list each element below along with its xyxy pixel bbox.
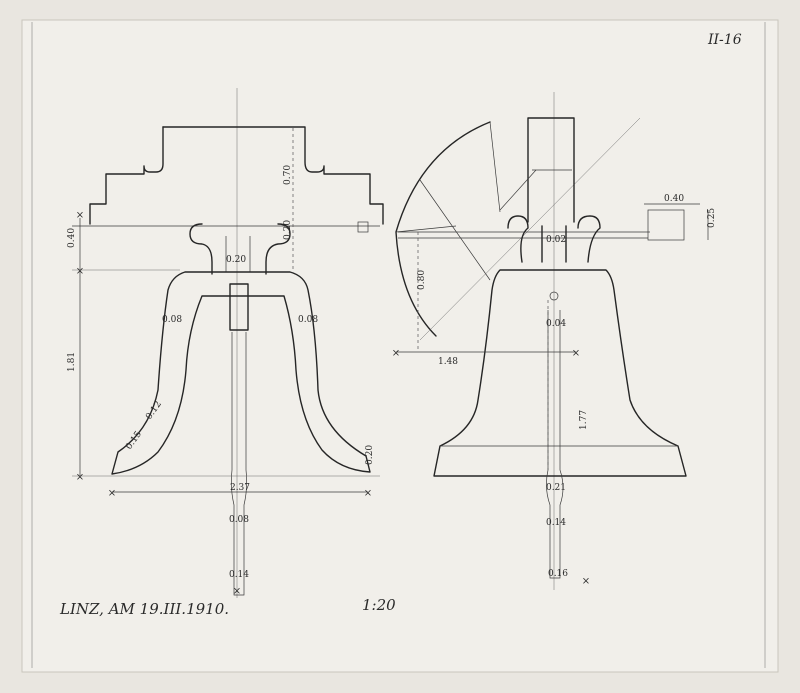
tick-8: × xyxy=(572,348,580,359)
tick-3: × xyxy=(76,472,84,483)
dim-yoke-radius: 0.80 xyxy=(417,270,427,290)
scale-label: 1:20 xyxy=(362,596,396,614)
axle-end-block xyxy=(357,221,369,233)
dim-clapper-3: 0.14 xyxy=(546,518,566,528)
axle-bearing xyxy=(647,209,685,241)
left-frame-left xyxy=(89,126,164,225)
crown-inner-lines xyxy=(225,236,251,272)
dim-yoke-top: 0.40 xyxy=(664,194,684,204)
paper xyxy=(21,19,779,673)
right-clapper xyxy=(546,310,564,579)
place-date-label: LINZ, AM 19.III.1910. xyxy=(59,600,229,618)
clapper-rod xyxy=(230,332,248,596)
tick-6: × xyxy=(233,586,241,597)
tick-7: × xyxy=(392,348,400,359)
tick-1: × xyxy=(76,210,84,221)
clapper-hanger xyxy=(229,283,249,331)
sheet-number: II-16 xyxy=(707,32,742,48)
diagonal-construction xyxy=(419,117,641,341)
dim-crown-inner: 0.20 xyxy=(226,255,246,265)
crown-left-loop xyxy=(189,223,213,275)
tick-4: × xyxy=(108,488,116,499)
tick-2: × xyxy=(76,266,84,277)
dim-clapper-ball: 0.21 xyxy=(546,483,566,493)
dim-small-2: 0.04 xyxy=(546,319,566,329)
headstock-frame xyxy=(527,117,575,223)
dim-bell-height: 1.81 xyxy=(67,352,77,372)
yoke-arc-spokes xyxy=(395,121,501,281)
dim-crown-right: 0.20 xyxy=(283,220,293,240)
right-elevation-view: × × × 0.80 1.48 0.40 0.25 0.02 0.04 1.77… xyxy=(392,92,717,590)
dim-shoulder-left: 0.08 xyxy=(162,315,182,325)
dim-shoulder-right: 0.08 xyxy=(298,315,318,325)
tick-5: × xyxy=(364,488,372,499)
left-frame-right xyxy=(162,126,384,225)
bell-body xyxy=(433,269,687,477)
right-crown xyxy=(507,215,601,263)
dim-clapper-length: 1.77 xyxy=(579,410,589,430)
dim-top-height: 0.70 xyxy=(283,165,293,185)
headstock-strut xyxy=(499,169,537,211)
dim-lip-height: 0.20 xyxy=(365,445,375,465)
dim-crown-height: 0.40 xyxy=(67,228,77,248)
dim-clapper-end: 0.16 xyxy=(548,569,568,579)
dim-clapper-2: 0.14 xyxy=(229,570,249,580)
dim-yoke-width: 1.48 xyxy=(438,357,458,367)
tick-9: × xyxy=(582,576,590,587)
dim-mouth-diameter: 2.37 xyxy=(230,483,250,493)
dim-yoke-side: 0.25 xyxy=(707,208,717,228)
left-section-view: × × × × × × 0.40 1.81 0.70 0.20 0.20 0.0… xyxy=(67,88,384,598)
dim-small-1: 0.02 xyxy=(546,235,566,245)
bell-bolt xyxy=(549,291,559,301)
bell-profile xyxy=(111,271,371,475)
dim-clapper-1: 0.08 xyxy=(229,515,249,525)
crown-right-loop xyxy=(265,223,291,275)
